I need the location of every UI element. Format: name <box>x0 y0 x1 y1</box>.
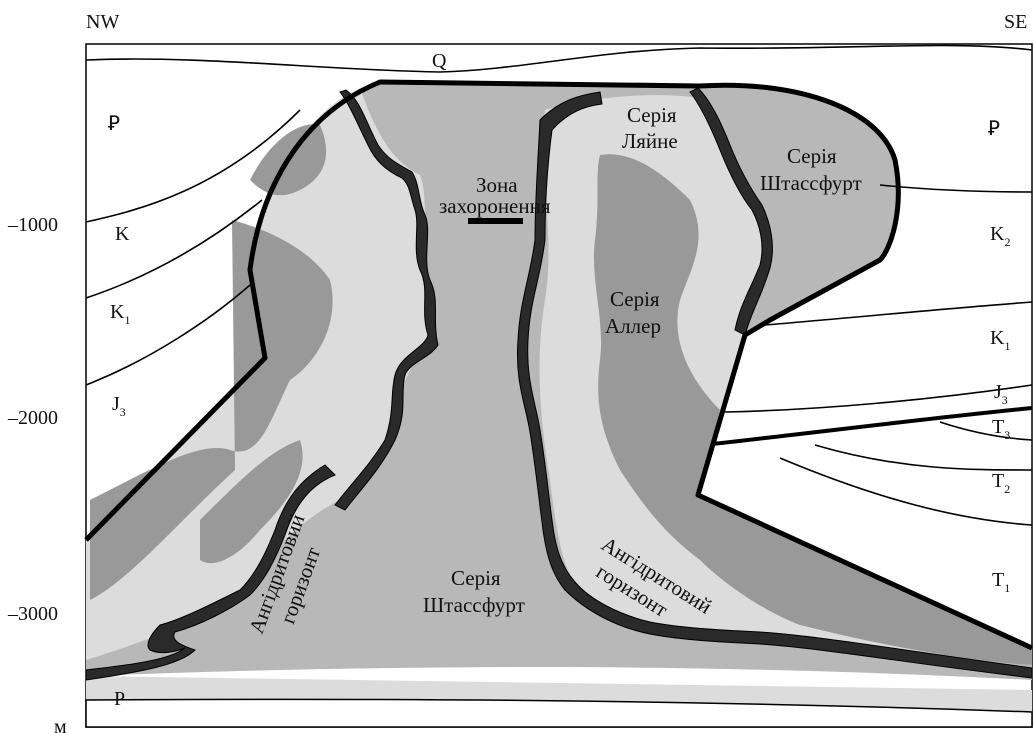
series-stassfurt-main-1: Серія <box>451 566 501 590</box>
label-left-p: P <box>114 688 125 710</box>
depth-unit: м <box>54 716 67 733</box>
series-leine-1: Серія <box>627 103 677 127</box>
series-stassfurt-top-1: Серія <box>787 144 837 168</box>
depth-label-2000: –2000 <box>7 407 58 429</box>
series-aller-2: Аллер <box>605 314 661 338</box>
burial-zone-label-2: захоронення <box>439 194 551 218</box>
depth-label-3000: –3000 <box>7 603 58 625</box>
label-q: Q <box>432 50 447 72</box>
depth-label-1000: –1000 <box>7 214 58 236</box>
direction-se: SE <box>1004 11 1027 33</box>
series-leine-2: Ляйне <box>622 129 678 153</box>
burial-zone-marker <box>468 218 523 224</box>
series-aller-1: Серія <box>610 287 660 311</box>
direction-nw: NW <box>86 11 119 33</box>
series-stassfurt-top-2: Штассфурт <box>760 171 862 195</box>
label-left-k: K <box>115 223 130 245</box>
series-stassfurt-main-2: Штассфурт <box>423 593 525 617</box>
label-left-paleogene: Ꝑ <box>108 113 120 135</box>
label-right-paleogene: Ꝑ <box>988 118 1000 140</box>
